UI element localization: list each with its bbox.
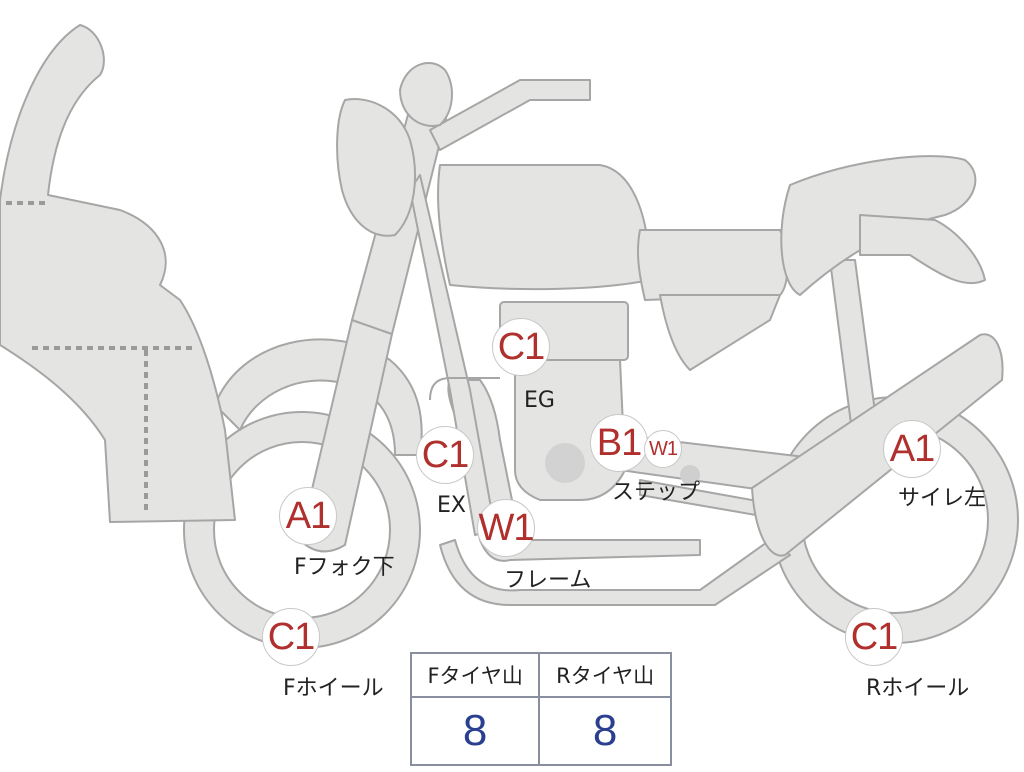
front-tire-value: 8 (409, 696, 541, 766)
marker-label-step: ステップ (612, 480, 701, 505)
marker-label-rwheel: Rホイール (866, 676, 970, 701)
engine-cover (545, 443, 585, 483)
marker-label-sidelight: サイレ左 (898, 486, 987, 511)
fairing-dotted-lines (6, 201, 192, 512)
mirror (399, 61, 453, 127)
marker-badge-frame: W1 (477, 499, 535, 557)
marker-badge-ffork: A1 (279, 487, 337, 545)
marker-badge-sidelight: A1 (883, 420, 941, 478)
side-cover (636, 229, 789, 301)
fairing (0, 24, 236, 523)
tire-tread-table: Fタイヤ山 Rタイヤ山 8 8 (409, 652, 672, 766)
rear-tire-header: Rタイヤ山 (538, 652, 672, 698)
marker-badge-rwheel: C1 (845, 608, 903, 666)
lower-frame (439, 539, 791, 606)
marker-badge-step-secondary: W1 (644, 430, 682, 468)
marker-label-eg: EG (524, 388, 555, 413)
headlight (336, 98, 416, 237)
fuel-tank (437, 164, 651, 291)
marker-badge-ex: C1 (416, 426, 474, 484)
tail-cowl (859, 214, 986, 285)
marker-label-ffork: Fフォク下 (294, 555, 395, 580)
engine-block (514, 359, 626, 501)
marker-badge-step: B1 (590, 414, 648, 472)
marker-badge-fwheel: C1 (262, 608, 320, 666)
marker-label-fwheel: Fホイール (283, 676, 384, 701)
marker-badge-eg: C1 (492, 318, 550, 376)
marker-label-ex: EX (437, 493, 466, 518)
rear-tire-value: 8 (538, 696, 672, 766)
front-tire-header: Fタイヤ山 (409, 652, 541, 698)
marker-label-frame: フレーム (504, 568, 592, 593)
